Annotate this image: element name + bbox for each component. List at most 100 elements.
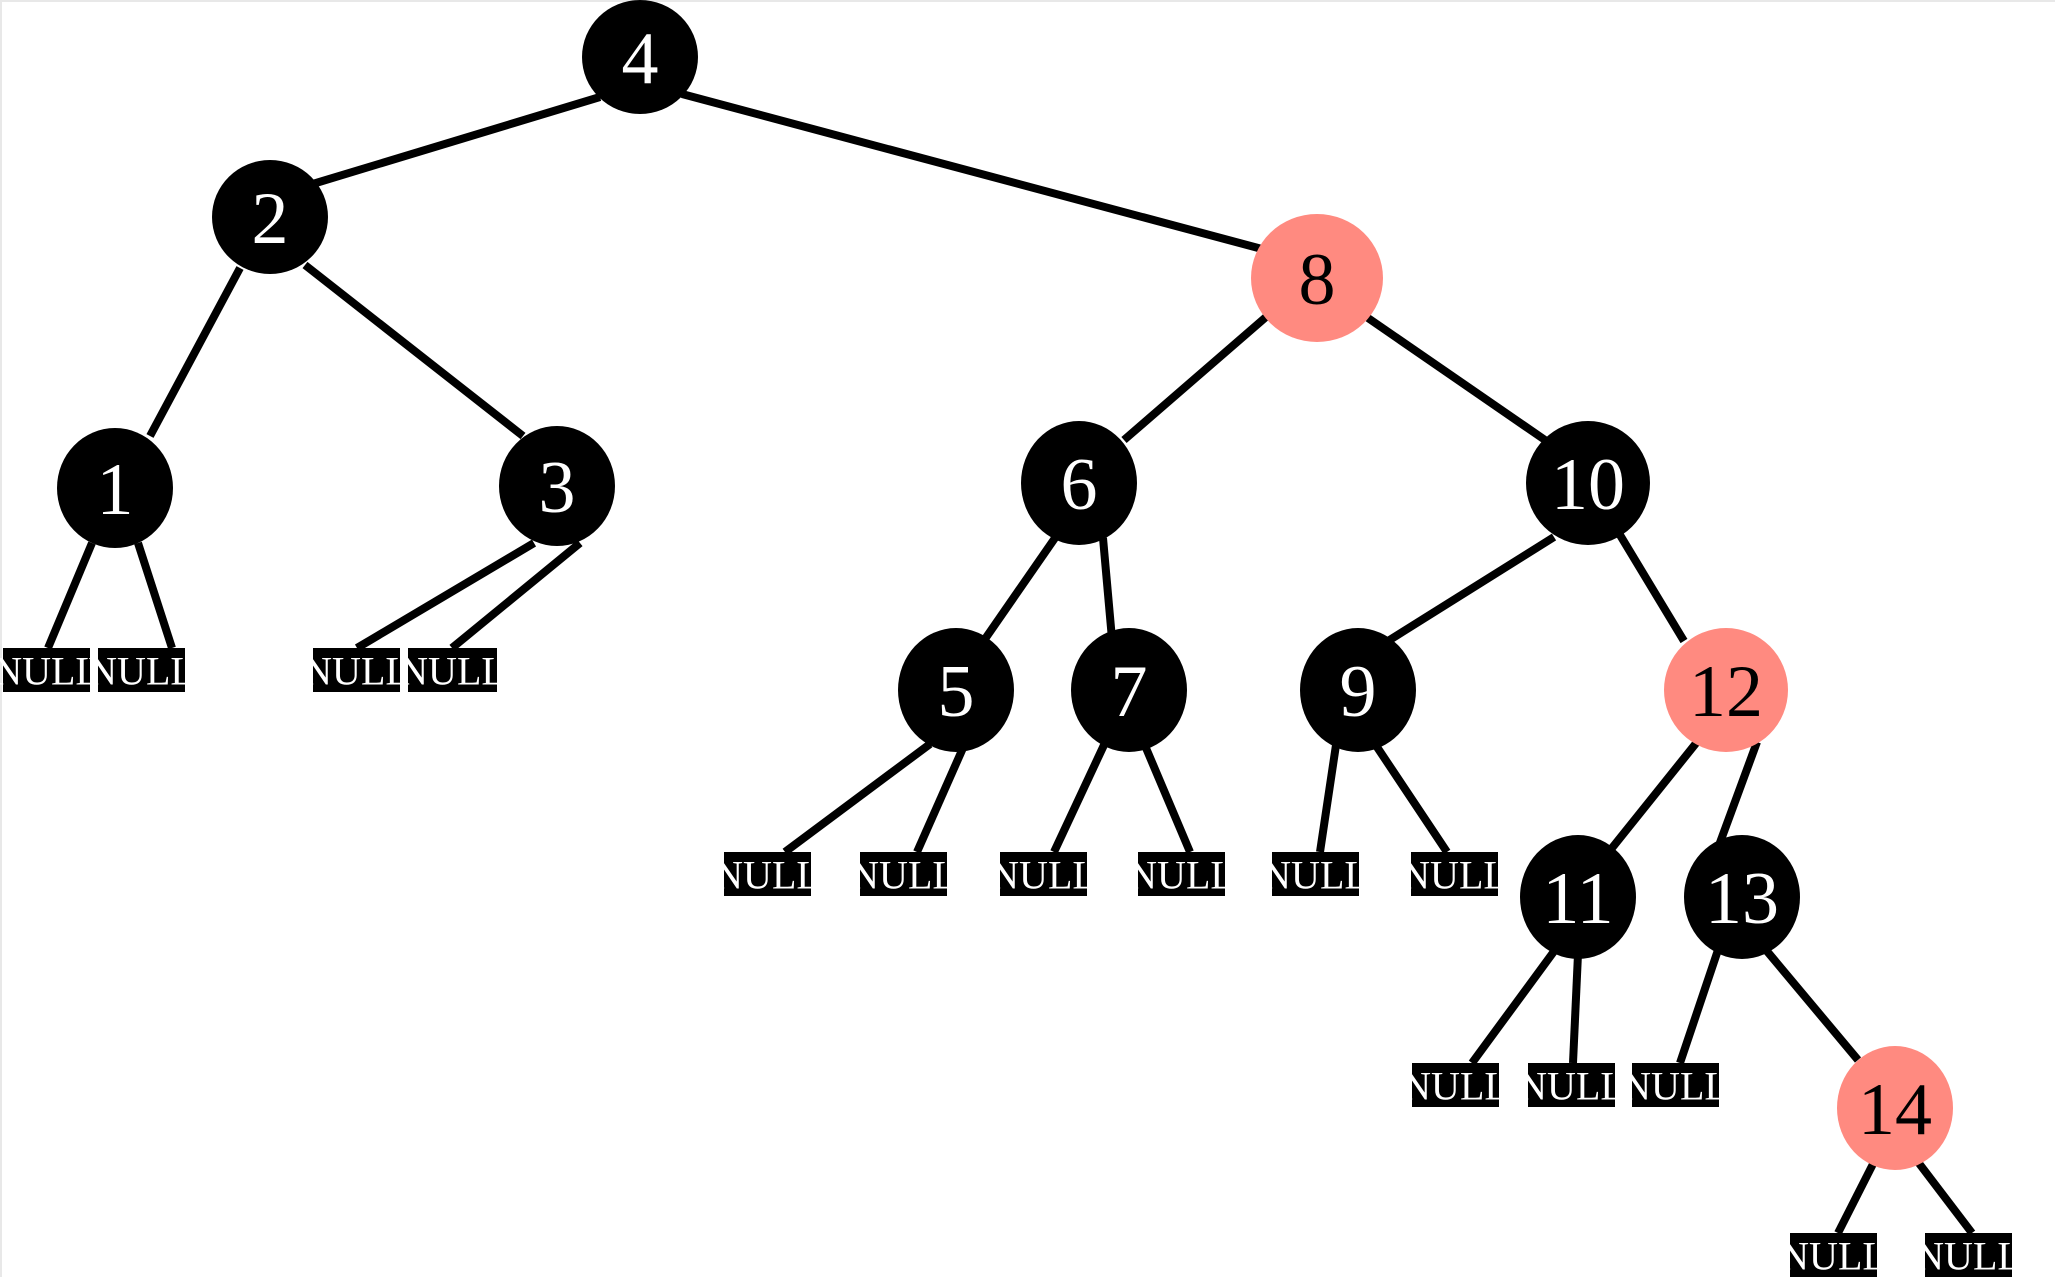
node-label-7: 7 bbox=[1111, 651, 1148, 733]
node-circle-3[interactable] bbox=[499, 426, 615, 546]
tree-edge-n4-to-n2 bbox=[304, 93, 602, 190]
node-label-10: 10 bbox=[1551, 444, 1625, 526]
null-leaf-box bbox=[1138, 852, 1225, 896]
tree-edge-n9-to-x9L bbox=[1316, 744, 1340, 853]
node-label-11: 11 bbox=[1542, 858, 1613, 940]
tree-node-14[interactable]: 14 bbox=[1837, 1046, 1953, 1170]
tree-edge-n3-to-x3R bbox=[449, 539, 583, 652]
tree-node-13[interactable]: 13 bbox=[1684, 835, 1800, 959]
node-label-3: 3 bbox=[539, 447, 576, 529]
tree-edge-n4-to-n8 bbox=[680, 90, 1264, 253]
tree-node-1[interactable]: 1 bbox=[57, 428, 173, 548]
null-leaf-box bbox=[724, 852, 811, 896]
null-leaf-x7L: NULL bbox=[990, 852, 1097, 898]
node-circle-7[interactable] bbox=[1071, 628, 1187, 752]
tree-edge-n13-to-x13L bbox=[1676, 948, 1722, 1065]
tree-edge-n1-to-x1L bbox=[44, 541, 96, 650]
null-leaf-label: NULL bbox=[1262, 853, 1369, 898]
tree-edge-n7-to-x7L bbox=[1050, 743, 1108, 854]
null-leaf-label: NULL bbox=[990, 853, 1097, 898]
node-label-14: 14 bbox=[1858, 1069, 1932, 1151]
null-leaf-label: NULL bbox=[1915, 1234, 2022, 1277]
null-leaf-x5L: NULL bbox=[714, 852, 821, 898]
tree-node-12[interactable]: 12 bbox=[1664, 628, 1788, 752]
node-label-12: 12 bbox=[1689, 651, 1763, 733]
tree-edge-n5-to-x5L bbox=[782, 740, 933, 856]
null-leaf-box bbox=[408, 648, 497, 692]
tree-edge-n2-to-n1 bbox=[146, 266, 244, 438]
node-circle-14[interactable] bbox=[1837, 1046, 1953, 1170]
null-leaf-box bbox=[98, 648, 185, 692]
tree-edge-n2-to-n3 bbox=[302, 261, 526, 440]
null-leaf-label: NULL bbox=[399, 649, 506, 694]
null-leaf-box bbox=[1632, 1063, 1719, 1107]
null-leaf-label: NULL bbox=[1128, 853, 1235, 898]
tree-edge-n9-to-x9R bbox=[1373, 744, 1451, 855]
node-label-2: 2 bbox=[252, 178, 289, 260]
node-circle-13[interactable] bbox=[1684, 835, 1800, 959]
node-circle-12[interactable] bbox=[1664, 628, 1788, 752]
node-circle-5[interactable] bbox=[898, 628, 1014, 752]
tree-node-8[interactable]: 8 bbox=[1251, 214, 1383, 342]
node-circle-6[interactable] bbox=[1021, 421, 1137, 545]
tree-edge-n12-to-n13 bbox=[1714, 740, 1761, 850]
tree-node-2[interactable]: 2 bbox=[212, 160, 328, 274]
tree-node-6[interactable]: 6 bbox=[1021, 421, 1137, 545]
null-leaf-label: NULL bbox=[1402, 1064, 1509, 1109]
null-leaf-x13L: NULL bbox=[1622, 1063, 1729, 1109]
node-circle-10[interactable] bbox=[1526, 421, 1650, 545]
tree-edge-n14-to-x14R bbox=[1914, 1159, 1976, 1236]
node-circle-11[interactable] bbox=[1520, 835, 1636, 959]
tree-node-4[interactable]: 4 bbox=[582, 0, 698, 114]
null-leaf-box bbox=[860, 852, 947, 896]
tree-node-11[interactable]: 11 bbox=[1520, 835, 1636, 959]
tree-node-3[interactable]: 3 bbox=[499, 426, 615, 546]
canvas-top-border bbox=[0, 0, 2055, 2]
null-leaf-box bbox=[3, 648, 90, 692]
tree-node-9[interactable]: 9 bbox=[1300, 628, 1416, 752]
node-label-8: 8 bbox=[1299, 239, 1336, 321]
node-circle-2[interactable] bbox=[212, 160, 328, 274]
tree-node-5[interactable]: 5 bbox=[898, 628, 1014, 752]
tree-edge-n8-to-n10 bbox=[1365, 314, 1548, 444]
node-circle-1[interactable] bbox=[57, 428, 173, 548]
null-leaf-label: NULL bbox=[303, 649, 410, 694]
null-leaf-x9L: NULL bbox=[1262, 852, 1369, 898]
null-leaf-label: NULL bbox=[1622, 1064, 1729, 1109]
null-leaf-label: NULL bbox=[1518, 1064, 1625, 1109]
node-label-4: 4 bbox=[622, 18, 659, 100]
null-leaf-box bbox=[313, 648, 400, 692]
tree-node-7[interactable]: 7 bbox=[1071, 628, 1187, 752]
node-circle-9[interactable] bbox=[1300, 628, 1416, 752]
tree-node-10[interactable]: 10 bbox=[1526, 421, 1650, 545]
null-leaf-label: NULL bbox=[0, 649, 100, 694]
tree-edge-n6-to-n5 bbox=[981, 535, 1059, 642]
null-leaf-x14R: NULL bbox=[1915, 1233, 2022, 1277]
null-leaf-x7R: NULL bbox=[1128, 852, 1235, 898]
null-leaf-label: NULL bbox=[714, 853, 821, 898]
null-leaf-x1R: NULL bbox=[88, 648, 195, 694]
null-leaf-label: NULL bbox=[88, 649, 195, 694]
null-leaf-x3L: NULL bbox=[303, 648, 410, 694]
tree-edge-n12-to-n11 bbox=[1608, 739, 1701, 851]
node-label-6: 6 bbox=[1061, 444, 1098, 526]
null-leaf-label: NULL bbox=[850, 853, 957, 898]
node-circle-4[interactable] bbox=[582, 0, 698, 114]
canvas-left-border bbox=[0, 0, 2, 1277]
tree-edge-n3-to-x3L bbox=[354, 539, 537, 652]
node-label-13: 13 bbox=[1705, 858, 1779, 940]
null-leaf-box bbox=[1272, 852, 1359, 896]
tree-edge-n11-to-x11L bbox=[1468, 947, 1559, 1066]
null-leaf-box bbox=[1412, 1063, 1499, 1107]
tree-edge-n11-to-x11R bbox=[1569, 953, 1582, 1064]
null-leaf-x9R: NULL bbox=[1401, 852, 1508, 898]
node-label-5: 5 bbox=[938, 651, 975, 733]
tree-edge-n10-to-n12 bbox=[1616, 532, 1688, 644]
node-label-9: 9 bbox=[1340, 651, 1377, 733]
node-circle-8[interactable] bbox=[1251, 214, 1383, 342]
edges-group bbox=[44, 90, 1976, 1236]
null-leaf-box bbox=[1925, 1233, 2012, 1277]
null-leaf-label: NULL bbox=[1401, 853, 1508, 898]
